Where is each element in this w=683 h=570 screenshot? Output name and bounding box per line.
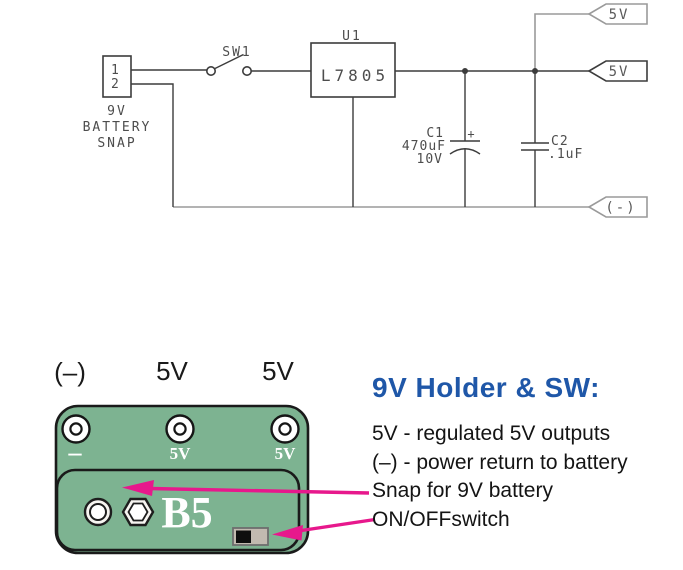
sw1-label: SW1 <box>222 45 251 60</box>
arrow-to-switch <box>297 517 376 533</box>
pcb-label-5v-1: 5V <box>156 356 188 386</box>
silk-5v-2-label: 5V <box>275 444 297 463</box>
legend-line-5v: 5V - regulated 5V outputs <box>372 422 611 445</box>
flag-5v-mid-label: 5V <box>609 64 630 80</box>
c2-value-label: .1uF <box>548 147 583 162</box>
terminal-post-neg <box>61 414 91 444</box>
pcb-illustration: (–) 5V 5V – 5V 5V <box>54 356 310 555</box>
c2-ref-label: C2 <box>551 134 569 149</box>
wire-to-top-5v <box>534 13 589 71</box>
switch-blade <box>214 53 244 70</box>
pcb-label-neg: (–) <box>54 357 86 387</box>
terminal-post-5v-1 <box>165 414 195 444</box>
c1-polarity-mark: + <box>467 127 474 141</box>
flag-5v-top-label: 5V <box>609 7 630 23</box>
battery-snap-symbol <box>102 55 132 98</box>
battery-label-9v: 9V <box>107 104 127 119</box>
power-switch <box>232 527 269 546</box>
regulator-box <box>310 42 396 98</box>
flag-return-label: (-) <box>605 200 636 216</box>
legend-title: 9V Holder & SW: <box>372 372 600 403</box>
c1-value-label: 470uF <box>402 139 446 154</box>
silk-5v-1-label: 5V <box>170 444 192 463</box>
callout-arrows <box>122 480 376 541</box>
battery-label-snap: SNAP <box>97 136 136 151</box>
junction-dot <box>532 68 538 74</box>
terminal-post-5v-2 <box>270 414 300 444</box>
legend-line-switch: ON/OFFswitch <box>372 507 510 531</box>
u1-part-label: L7805 <box>321 66 389 85</box>
silk-neg-label: – <box>68 438 83 467</box>
switch-contact-left <box>206 66 217 77</box>
legend-block: 9V Holder & SW: 5V - regulated 5V output… <box>372 372 677 534</box>
battery-label-battery: BATTERY <box>83 120 152 135</box>
c1-rating-label: 10V <box>417 152 443 167</box>
battery-holder-outline <box>55 468 301 552</box>
switch-actuator <box>236 530 251 543</box>
capacitor-c1-symbol <box>449 71 481 207</box>
pcb-board-outline <box>54 404 310 555</box>
u1-ref-label: U1 <box>342 29 362 44</box>
output-flag-return <box>587 196 648 218</box>
pcb-label-5v-2: 5V <box>262 356 294 386</box>
arrow-to-snap-head <box>122 480 154 496</box>
battery-snap-female-contact <box>83 497 113 527</box>
c1-bottom-plate <box>449 148 481 155</box>
switch-contact-right <box>242 66 253 77</box>
legend-line-neg: (–) - power return to battery <box>372 450 628 474</box>
arrow-to-snap <box>149 486 370 495</box>
battery-pin2-label: 2 <box>111 77 120 92</box>
arrow-to-switch-head <box>272 525 303 541</box>
output-flag-5v-top <box>587 3 648 25</box>
battery-snap-male-contact <box>121 497 155 527</box>
wire-pin2 <box>131 83 174 207</box>
schematic: 1 2 9V BATTERY SNAP SW1 U1 L7805 <box>83 3 648 218</box>
capacitor-c2-symbol <box>521 71 549 207</box>
junction-dot <box>462 68 468 74</box>
board-id-label: B5 <box>161 488 212 537</box>
c1-ref-label: C1 <box>426 126 444 141</box>
legend-line-snap: Snap for 9V battery <box>372 479 553 502</box>
output-flag-5v-mid <box>587 60 648 82</box>
battery-pin1-label: 1 <box>111 63 120 78</box>
